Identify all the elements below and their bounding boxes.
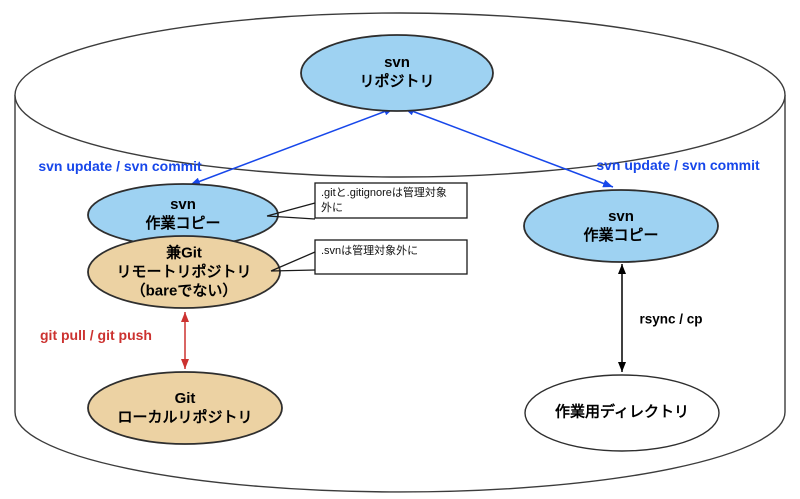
label-line: 作業コピー (583, 227, 659, 244)
arrow-svn-right (403, 107, 614, 188)
label-line: 作業コピー (145, 215, 221, 232)
label-line: svn (384, 54, 410, 71)
label-line: リポジトリ (359, 73, 435, 90)
callout-gitignore-tail (266, 202, 316, 220)
label-line: Git (174, 390, 196, 407)
label-line: 兼Git (166, 244, 202, 262)
label-git-pull-push: git pull / git push (40, 327, 152, 343)
label-working-directory: 作業用ディレクトリ (555, 403, 689, 422)
label-git-remote-repository: 兼Git リモートリポジトリ （bareでない） (116, 244, 251, 301)
node-ellipse-working-directory (524, 374, 720, 452)
label-line: 作業用ディレクトリ (555, 403, 689, 421)
callout-svn-ignore-box (314, 239, 468, 275)
callout-gitignore-text: .gitと.gitignoreは管理対象 外に (321, 186, 463, 216)
label-svn-update-commit-right: svn update / svn commit (596, 157, 760, 173)
node-ellipse-git-local-repository (87, 371, 283, 445)
callout-line: .svnは管理対象外に (321, 245, 419, 257)
node-ellipse-svn-working-copy-right (523, 189, 719, 263)
label-line: （bareでない） (130, 282, 238, 300)
label-line: ローカルリポジトリ (117, 409, 253, 426)
label-line: svn (170, 196, 196, 213)
node-ellipse-git-remote-repository (87, 235, 281, 309)
callout-line: .gitと.gitignoreは管理対象 (321, 187, 447, 199)
label-svn-update-commit-left: svn update / svn commit (38, 158, 202, 174)
arrow-svn-left (189, 107, 395, 186)
label-svn-repository: svn リポジトリ (359, 53, 434, 91)
callout-svn-ignore-tail (270, 251, 316, 272)
label-svn-working-copy-right: svn 作業コピー (583, 207, 658, 245)
label-line: svn (608, 208, 634, 225)
node-ellipse-svn-repository (300, 34, 494, 112)
label-svn-working-copy-left: svn 作業コピー (145, 195, 220, 233)
callout-svn-ignore-text: .svnは管理対象外に (321, 244, 463, 259)
label-git-local-repository: Git ローカルリポジトリ (117, 389, 252, 427)
label-rsync-cp: rsync / cp (639, 311, 703, 327)
cylinder-bottom-arc (14, 411, 786, 493)
callout-line: 外に (321, 202, 343, 214)
callout-gitignore-box (314, 182, 468, 219)
label-line: リモートリポジトリ (116, 263, 252, 281)
